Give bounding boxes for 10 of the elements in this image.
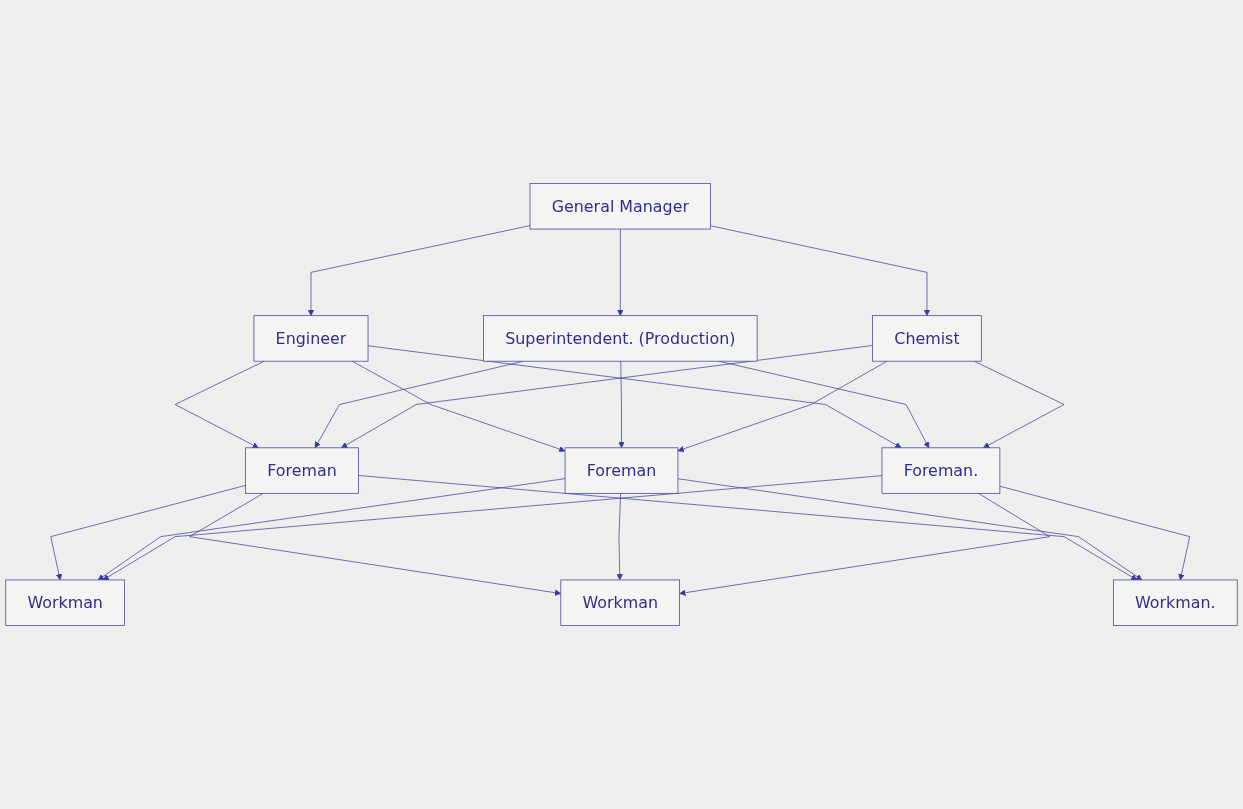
node-box: General Manager <box>529 183 711 230</box>
node-box: Superintendent. (Production) <box>483 315 758 362</box>
node-box: Foreman <box>564 447 679 494</box>
node-box: Chemist <box>872 315 982 362</box>
node-box: Workman <box>560 579 680 626</box>
node-box: Foreman <box>245 447 359 494</box>
node-box: Foreman. <box>881 447 1001 494</box>
node-box: Engineer <box>253 315 369 362</box>
node-box: Workman <box>5 579 125 626</box>
node-box: Workman. <box>1113 579 1238 626</box>
